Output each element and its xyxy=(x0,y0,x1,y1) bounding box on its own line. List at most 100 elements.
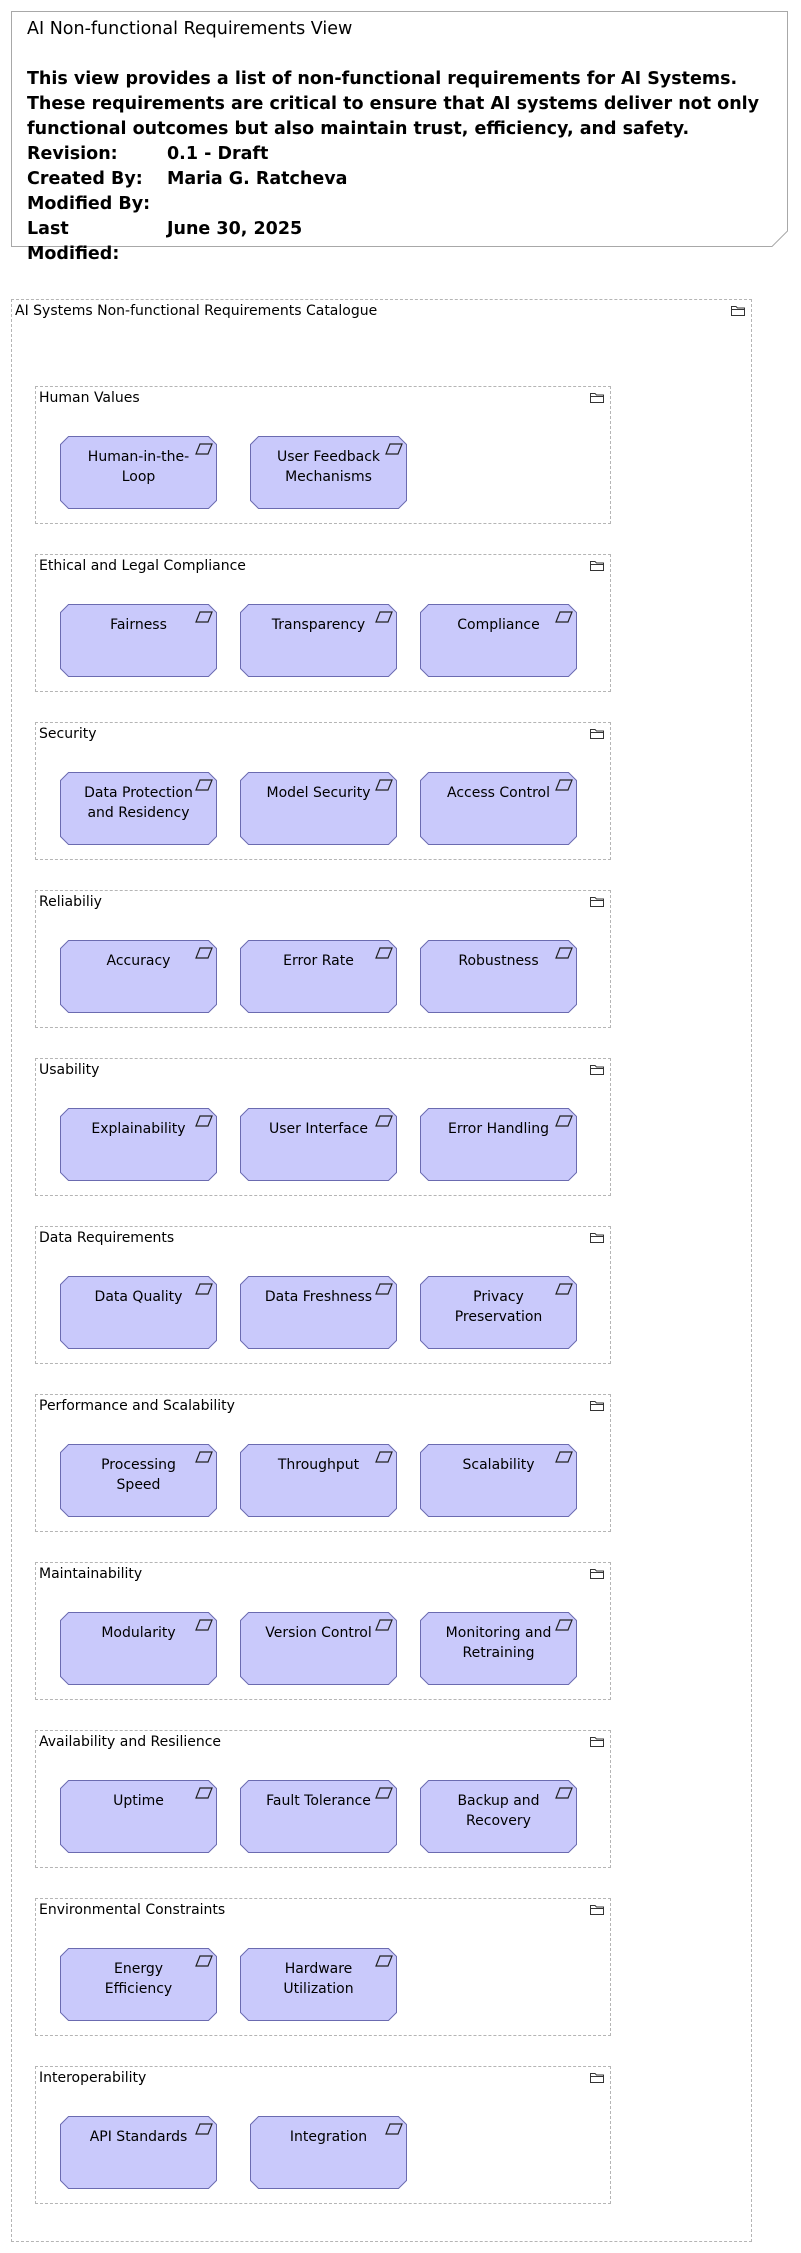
requirement-label-wrap: Fault Tolerance xyxy=(240,1791,397,1811)
requirement-element[interactable]: Privacy Preservation xyxy=(420,1276,577,1349)
requirement-label: Fault Tolerance xyxy=(266,1793,371,1809)
requirement-element[interactable]: Fairness xyxy=(60,604,217,677)
parallelogram-requirement-icon xyxy=(385,2123,403,2135)
group-title: Human Values xyxy=(39,390,140,406)
meta-last-modified: Last Modified: June 30, 2025 xyxy=(27,217,775,267)
requirement-label: Modularity xyxy=(101,1625,176,1641)
requirement-shape xyxy=(420,1780,577,1853)
group-title: Availability and Resilience xyxy=(39,1734,222,1750)
requirement-element[interactable]: Transparency xyxy=(240,604,397,677)
parallelogram-requirement-icon xyxy=(195,611,213,623)
requirement-label: Access Control xyxy=(447,785,550,801)
requirement-shape xyxy=(420,940,577,1013)
requirement-label: Transparency xyxy=(271,617,366,633)
requirement-element[interactable]: Version Control xyxy=(240,1612,397,1685)
requirement-shape xyxy=(240,1612,397,1685)
requirement-element[interactable]: Data Freshness xyxy=(240,1276,397,1349)
folder-icon xyxy=(590,1233,604,1243)
requirement-shape xyxy=(240,1780,397,1853)
parallelogram-requirement-icon xyxy=(385,443,403,455)
requirement-element[interactable]: Error Handling xyxy=(420,1108,577,1181)
requirement-element[interactable]: Uptime xyxy=(60,1780,217,1853)
requirement-element[interactable]: Throughput xyxy=(240,1444,397,1517)
requirement-label: Fairness xyxy=(110,617,167,633)
requirement-shape xyxy=(60,1948,217,2021)
meta-key: Created By: xyxy=(27,169,143,189)
requirement-element[interactable]: User Interface xyxy=(240,1108,397,1181)
requirement-label-wrap: Robustness xyxy=(420,951,577,971)
requirement-element[interactable]: Human-in-the-Loop xyxy=(60,436,217,509)
parallelogram-requirement-icon xyxy=(375,1451,393,1463)
meta-modified-by: Modified By: xyxy=(27,192,775,217)
requirement-label-wrap: Error Handling xyxy=(420,1119,577,1139)
requirement-label-wrap: Data Protection and Residency xyxy=(60,783,217,823)
requirement-element[interactable]: Robustness xyxy=(420,940,577,1013)
requirement-shape xyxy=(60,1108,217,1181)
requirement-element[interactable]: Modularity xyxy=(60,1612,217,1685)
requirement-shape xyxy=(60,1612,217,1685)
requirement-element[interactable]: User Feedback Mechanisms xyxy=(250,436,407,509)
requirement-element[interactable]: Model Security xyxy=(240,772,397,845)
requirement-element[interactable]: Explainability xyxy=(60,1108,217,1181)
requirement-element[interactable]: Compliance xyxy=(420,604,577,677)
requirement-element[interactable]: Fault Tolerance xyxy=(240,1780,397,1853)
requirement-label: Error Handling xyxy=(448,1121,549,1137)
requirement-element[interactable]: API Standards xyxy=(60,2116,217,2189)
requirement-label: Data Freshness xyxy=(264,1289,373,1305)
requirement-element[interactable]: Error Rate xyxy=(240,940,397,1013)
requirement-element[interactable]: Energy Efficiency xyxy=(60,1948,217,2021)
requirement-element[interactable]: Scalability xyxy=(420,1444,577,1517)
requirement-element[interactable]: Accuracy xyxy=(60,940,217,1013)
parallelogram-requirement-icon xyxy=(555,947,573,959)
requirement-label-wrap: Access Control xyxy=(420,783,577,803)
meta-key: Last Modified: xyxy=(27,219,120,264)
note-shape xyxy=(11,11,788,247)
requirement-element[interactable]: Data Quality xyxy=(60,1276,217,1349)
requirement-label-wrap: Transparency xyxy=(240,615,397,635)
requirement-element[interactable]: Access Control xyxy=(420,772,577,845)
requirement-label: Error Rate xyxy=(283,953,354,969)
requirement-shape xyxy=(420,1108,577,1181)
group-title: Maintainability xyxy=(39,1566,143,1582)
requirement-element[interactable]: Data Protection and Residency xyxy=(60,772,217,845)
requirement-element[interactable]: Processing Speed xyxy=(60,1444,217,1517)
meta-created-by: Created By: Maria G. Ratcheva xyxy=(27,167,775,192)
requirement-label-wrap: Scalability xyxy=(420,1455,577,1475)
folder-icon xyxy=(590,1401,604,1411)
folder-icon xyxy=(590,1905,604,1915)
requirement-element[interactable]: Backup and Recovery xyxy=(420,1780,577,1853)
requirement-shape xyxy=(420,772,577,845)
parallelogram-requirement-icon xyxy=(555,611,573,623)
requirement-element[interactable]: Hardware Utilization xyxy=(240,1948,397,2021)
requirement-label: Accuracy xyxy=(106,953,171,969)
folder-icon xyxy=(590,1737,604,1747)
requirement-shape xyxy=(60,436,217,509)
parallelogram-requirement-icon xyxy=(375,779,393,791)
requirement-shape xyxy=(240,1108,397,1181)
requirement-shape xyxy=(420,1444,577,1517)
requirement-element[interactable]: Integration xyxy=(250,2116,407,2189)
view-title: AI Non-functional Requirements View xyxy=(27,19,353,39)
requirement-label: Uptime xyxy=(113,1793,164,1809)
requirement-element[interactable]: Monitoring and Retraining xyxy=(420,1612,577,1685)
catalogue-group[interactable]: AI Systems Non-functional Requirements C… xyxy=(11,299,752,2242)
requirement-label: Throughput xyxy=(277,1457,360,1473)
group-title: Data Requirements xyxy=(39,1230,175,1246)
parallelogram-requirement-icon xyxy=(195,1619,213,1631)
group-title: Performance and Scalability xyxy=(39,1398,235,1414)
requirement-shape xyxy=(240,604,397,677)
requirement-shape xyxy=(60,772,217,845)
requirement-label-wrap: Data Freshness xyxy=(240,1287,397,1307)
requirement-label: Monitoring and Retraining xyxy=(445,1625,552,1661)
